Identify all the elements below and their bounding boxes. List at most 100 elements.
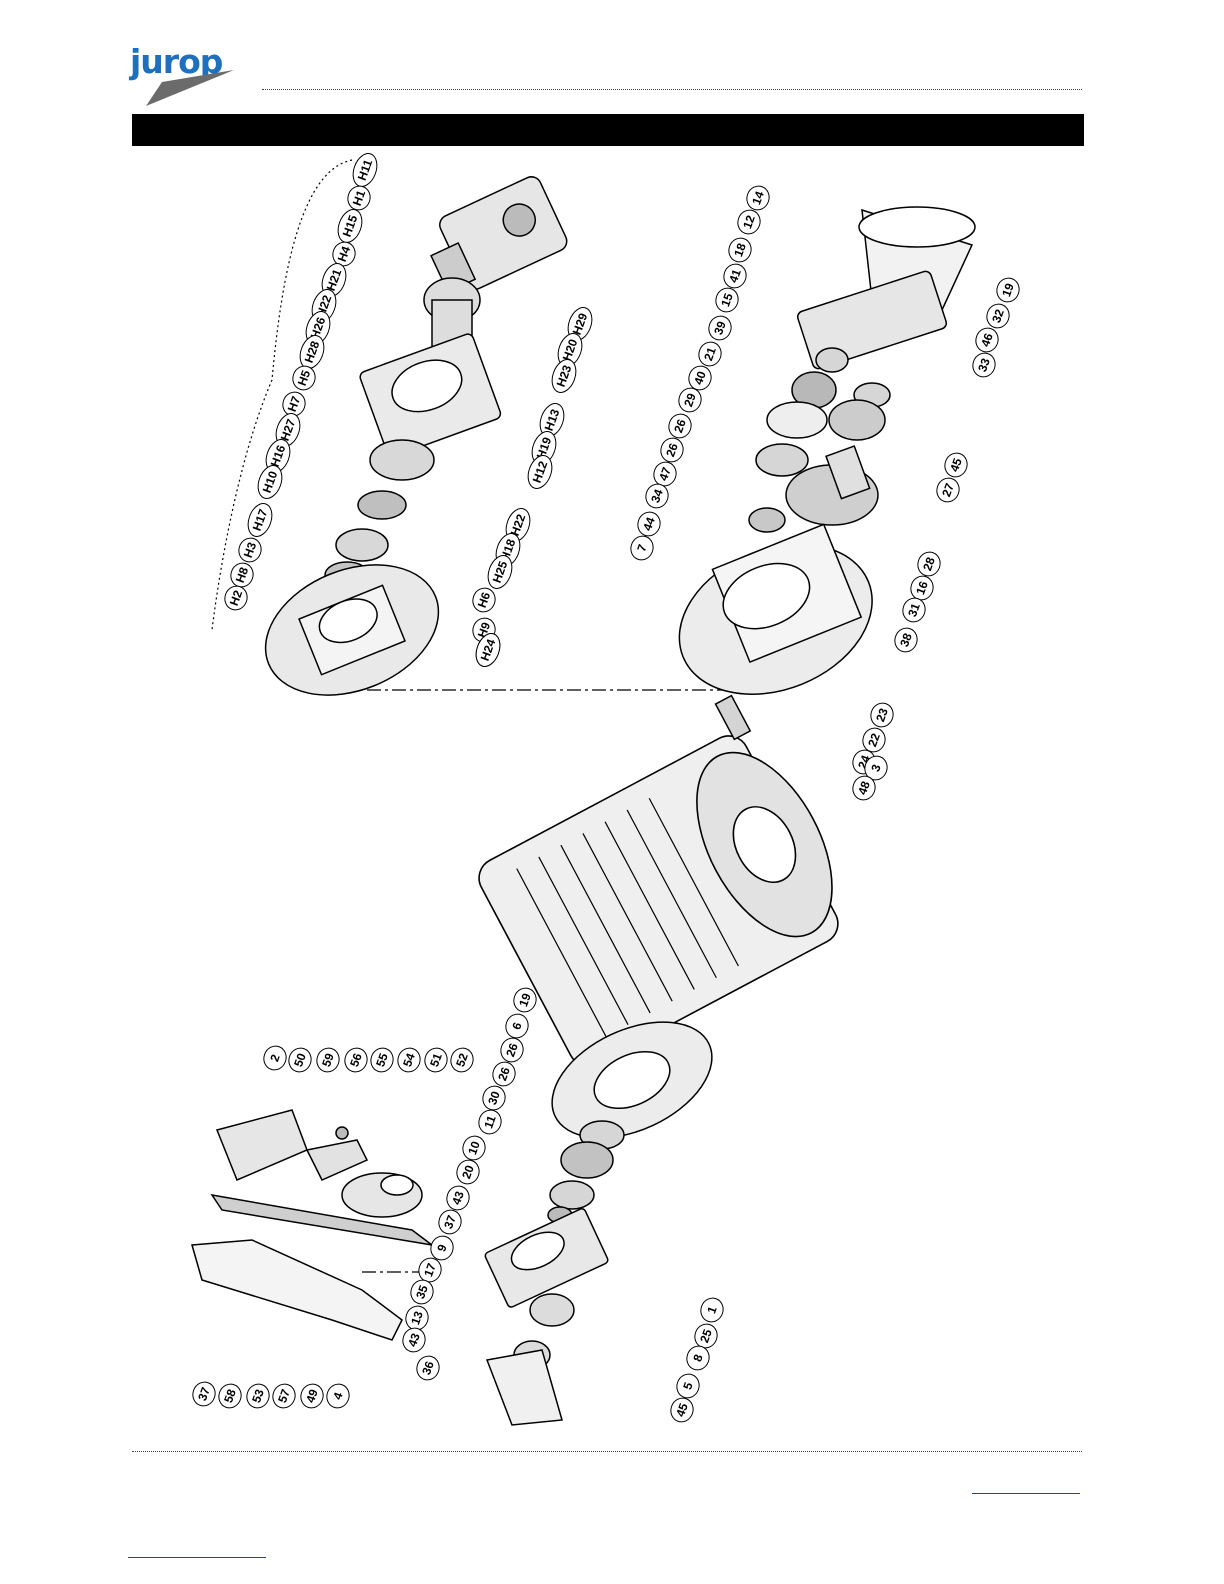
callout-label: H7 bbox=[285, 394, 304, 414]
callout-label: 31 bbox=[905, 601, 923, 619]
callout-label: 53 bbox=[249, 1387, 267, 1405]
callout-label: 3 bbox=[868, 762, 884, 773]
callout-51: 51 bbox=[424, 1047, 448, 1073]
callout-label: H2 bbox=[227, 588, 246, 608]
bearing-stack-rear bbox=[748, 347, 891, 533]
callout-26: 26 bbox=[660, 437, 684, 463]
callout-label: 47 bbox=[656, 465, 674, 483]
callout-label: 5 bbox=[680, 1380, 696, 1391]
callout-H23: H23 bbox=[551, 359, 577, 393]
callout-label: 52 bbox=[453, 1051, 471, 1069]
callout-19: 19 bbox=[996, 277, 1020, 303]
seal-stack-front bbox=[547, 1120, 625, 1224]
callout-label: 12 bbox=[740, 213, 758, 231]
callout-label: 32 bbox=[989, 307, 1007, 325]
callout-H1: H1 bbox=[347, 185, 371, 211]
callout-label: 15 bbox=[718, 291, 736, 309]
coupling bbox=[423, 277, 481, 351]
callout-19: 19 bbox=[513, 987, 537, 1013]
callout-label: 26 bbox=[671, 417, 689, 435]
callout-H12: H12 bbox=[527, 455, 553, 489]
callout-5: 5 bbox=[676, 1373, 700, 1399]
callout-label: 21 bbox=[701, 345, 719, 363]
callout-label: 41 bbox=[726, 267, 744, 285]
callout-58: 58 bbox=[218, 1383, 242, 1409]
callout-label: 58 bbox=[221, 1387, 239, 1405]
callout-label: 50 bbox=[291, 1051, 309, 1069]
callout-54: 54 bbox=[397, 1047, 421, 1073]
callout-8: 8 bbox=[686, 1345, 710, 1371]
callout-18: 18 bbox=[728, 237, 752, 263]
callout-label: H8 bbox=[233, 565, 252, 585]
callout-label: 30 bbox=[485, 1089, 503, 1107]
callout-label: 29 bbox=[681, 391, 699, 409]
footer-link-right[interactable] bbox=[972, 1493, 1080, 1494]
title-band bbox=[132, 114, 1084, 146]
callout-label: 19 bbox=[516, 991, 534, 1009]
callout-label: 43 bbox=[449, 1189, 467, 1207]
callout-label: 38 bbox=[897, 631, 915, 649]
callout-22: 22 bbox=[862, 727, 886, 753]
callout-label: 51 bbox=[427, 1051, 445, 1069]
hydraulic-group-bracket bbox=[211, 159, 353, 631]
callout-7: 7 bbox=[630, 535, 654, 561]
footer-link-left[interactable] bbox=[128, 1557, 266, 1558]
callout-label: H6 bbox=[475, 590, 494, 610]
callout-label: 23 bbox=[873, 706, 891, 724]
callout-25: 25 bbox=[694, 1323, 718, 1349]
callout-label: 39 bbox=[711, 319, 729, 337]
callout-label: 59 bbox=[319, 1051, 337, 1069]
callout-label: 27 bbox=[939, 481, 957, 499]
callout-H17: H17 bbox=[247, 503, 273, 537]
callout-H29: H29 bbox=[567, 307, 593, 341]
callout-36: 36 bbox=[416, 1355, 440, 1381]
callout-label: 26 bbox=[503, 1041, 521, 1059]
callout-32: 32 bbox=[986, 303, 1010, 329]
callout-57: 57 bbox=[272, 1383, 296, 1409]
callout-2: 2 bbox=[263, 1045, 287, 1071]
callout-label: 37 bbox=[195, 1385, 213, 1403]
callout-label: 1 bbox=[704, 1304, 720, 1315]
callout-label: 4 bbox=[330, 1390, 346, 1401]
callout-label: 16 bbox=[913, 579, 931, 597]
foot-bracket bbox=[485, 1349, 563, 1426]
callout-label: 44 bbox=[640, 515, 658, 533]
callout-43: 43 bbox=[446, 1185, 470, 1211]
callout-label: H1 bbox=[350, 188, 369, 208]
callout-H4: H4 bbox=[332, 241, 356, 267]
callout-21: 21 bbox=[698, 341, 722, 367]
callout-H11: H11 bbox=[352, 153, 378, 187]
callout-52: 52 bbox=[450, 1047, 474, 1073]
callout-label: 54 bbox=[400, 1051, 418, 1069]
header-divider bbox=[262, 89, 1082, 90]
callout-56: 56 bbox=[344, 1047, 368, 1073]
callout-48: 48 bbox=[852, 775, 876, 801]
callout-47: 47 bbox=[653, 461, 677, 487]
callout-H19: H19 bbox=[531, 431, 557, 465]
callout-45: 45 bbox=[670, 1397, 694, 1423]
callout-H25: H25 bbox=[487, 555, 513, 589]
callout-14: 14 bbox=[746, 185, 770, 211]
callout-46: 46 bbox=[975, 327, 999, 353]
adapter-flange bbox=[264, 564, 440, 696]
callout-H21: H21 bbox=[321, 263, 347, 297]
drive-gear bbox=[785, 445, 879, 526]
callout-H5: H5 bbox=[292, 365, 316, 391]
bearing-support bbox=[484, 1208, 609, 1308]
callout-53: 53 bbox=[246, 1383, 270, 1409]
callout-59: 59 bbox=[316, 1047, 340, 1073]
callout-20: 20 bbox=[456, 1159, 480, 1185]
callout-H13: H13 bbox=[539, 403, 565, 437]
callout-29: 29 bbox=[678, 387, 702, 413]
callout-label: 8 bbox=[690, 1352, 706, 1363]
callout-label: 14 bbox=[749, 189, 767, 207]
callout-40: 40 bbox=[688, 365, 712, 391]
shaft bbox=[714, 694, 752, 741]
callout-H27: H27 bbox=[275, 413, 301, 447]
callout-H2: H2 bbox=[224, 585, 248, 611]
callout-15: 15 bbox=[715, 287, 739, 313]
callout-16: 16 bbox=[910, 575, 934, 601]
callout-12: 12 bbox=[737, 209, 761, 235]
jurop-logo: jurop bbox=[128, 42, 238, 110]
callout-H10: H10 bbox=[257, 465, 283, 499]
